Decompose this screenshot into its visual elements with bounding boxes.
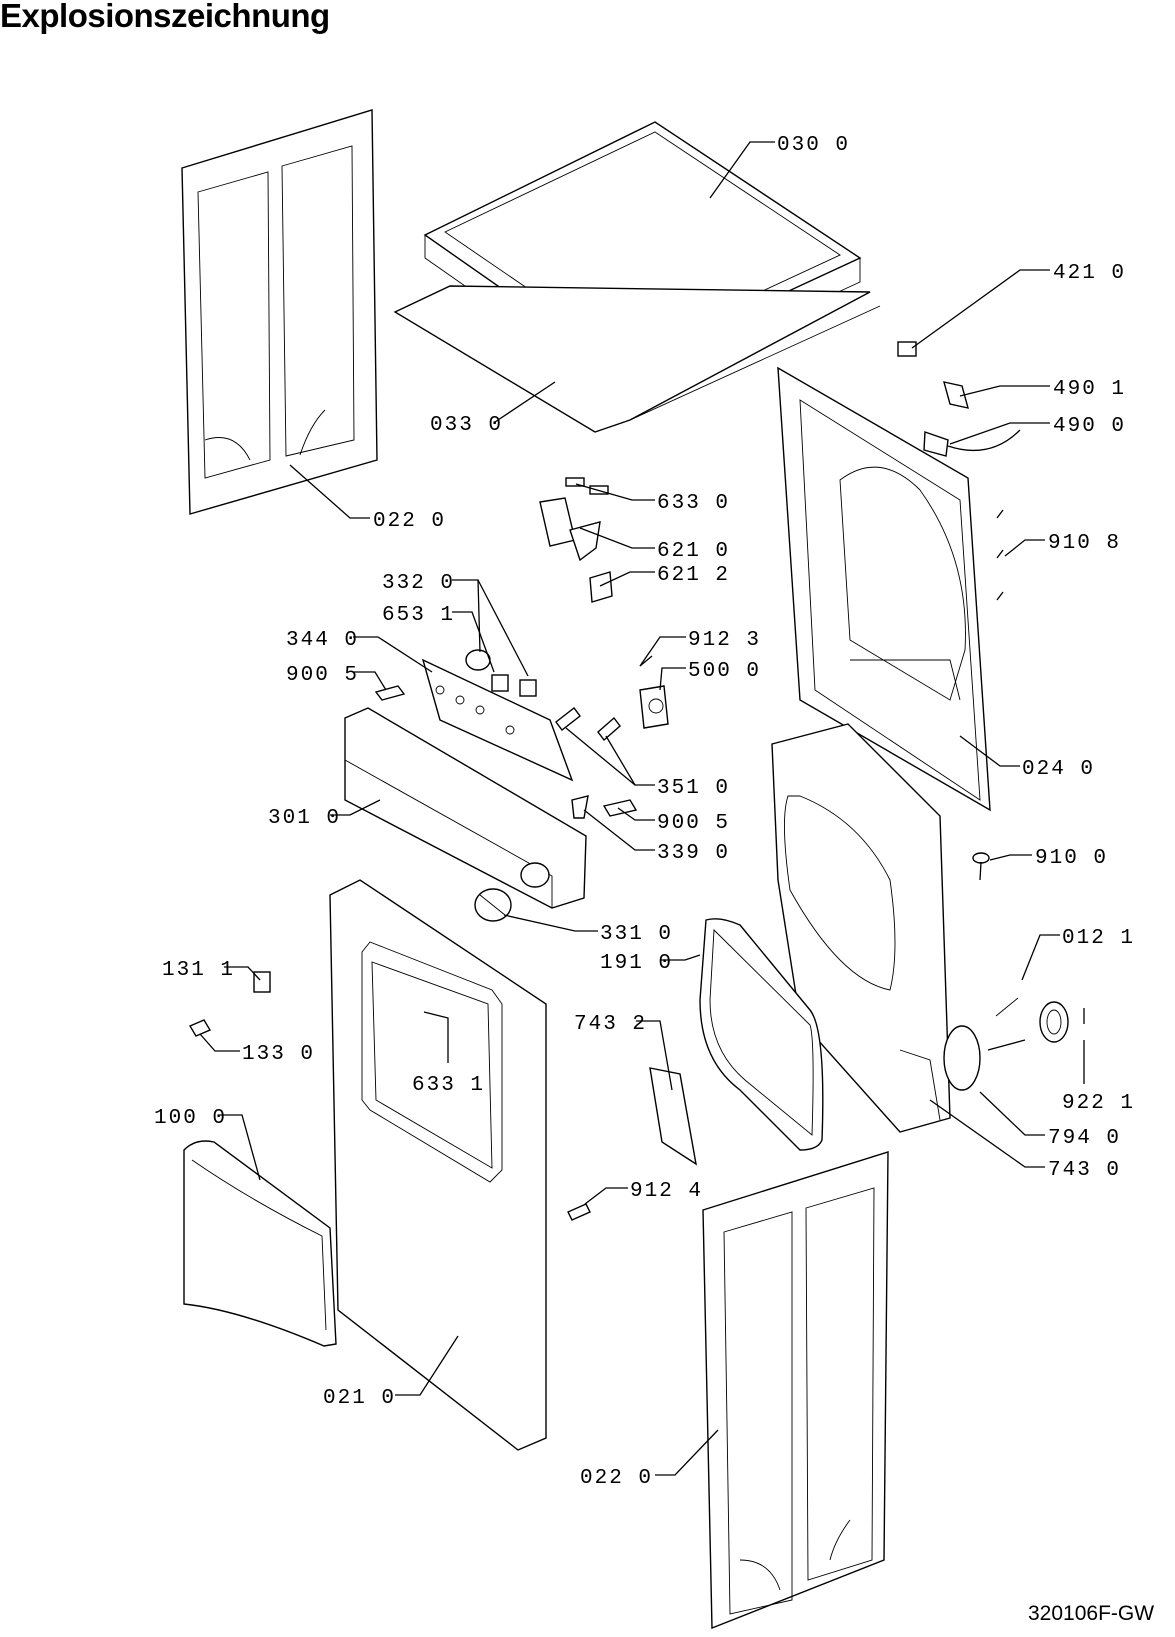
label-022-0-bottom: 022 0	[580, 1467, 653, 1490]
part-labels: 030 0 421 0 490 1 490 0 033 0 022 0 633 …	[154, 134, 1135, 1490]
part-339	[571, 795, 589, 819]
label-033-0: 033 0	[430, 414, 503, 437]
ring-794	[943, 1025, 981, 1091]
label-621-0: 621 0	[657, 540, 730, 563]
knob-parts	[465, 649, 537, 697]
label-100-0: 100 0	[154, 1107, 227, 1130]
label-490-0: 490 0	[1053, 415, 1126, 438]
power-cord-parts	[923, 381, 1021, 457]
label-021-0: 021 0	[323, 1387, 396, 1410]
label-030-0: 030 0	[777, 134, 850, 157]
filter-743-2	[649, 1067, 697, 1166]
label-743-0: 743 0	[1048, 1159, 1121, 1182]
side-panel-right	[702, 1151, 889, 1630]
label-743-2: 743 2	[574, 1013, 647, 1036]
label-900-5-left: 900 5	[286, 664, 359, 687]
page-title: Explosionszeichnung	[0, 0, 330, 34]
label-912-4: 912 4	[630, 1180, 703, 1203]
screw-910-0	[972, 852, 990, 881]
label-490-1: 490 1	[1053, 378, 1126, 401]
label-500-0: 500 0	[688, 660, 761, 683]
control-panel	[344, 707, 587, 909]
label-344-0: 344 0	[286, 629, 359, 652]
label-331-0: 331 0	[600, 923, 673, 946]
rear-panel	[777, 366, 991, 812]
knob-331	[474, 888, 512, 922]
clip-900-5-right	[602, 799, 638, 817]
fan-assembly	[987, 997, 1069, 1051]
part-131-1	[253, 971, 271, 993]
label-421-0: 421 0	[1053, 262, 1126, 285]
screw-912-3	[639, 655, 653, 667]
label-900-5-right: 900 5	[657, 812, 730, 835]
top-frame	[393, 285, 881, 433]
label-653-1: 653 1	[382, 604, 455, 627]
side-panel-left	[181, 109, 378, 515]
door-part	[183, 1140, 337, 1347]
label-301-0: 301 0	[268, 807, 341, 830]
label-133-0: 133 0	[242, 1043, 315, 1066]
document-code: 320106F-GW	[1028, 1602, 1155, 1625]
part-133-0	[188, 1019, 212, 1037]
front-panel	[329, 879, 547, 1451]
screws-910-8	[996, 509, 1004, 601]
leader-lines	[199, 141, 1085, 1476]
control-bracket	[421, 658, 574, 782]
timer-module	[639, 685, 669, 729]
label-910-8: 910 8	[1048, 532, 1121, 555]
label-012-1: 012 1	[1062, 927, 1135, 950]
label-621-2: 621 2	[657, 564, 730, 587]
label-794-0: 794 0	[1048, 1127, 1121, 1150]
label-633-0: 633 0	[657, 492, 730, 515]
label-922-1: 922 1	[1062, 1092, 1135, 1115]
clip-900-5-left	[374, 685, 406, 701]
label-351-0: 351 0	[657, 777, 730, 800]
label-191-0: 191 0	[600, 952, 673, 975]
label-910-0: 910 0	[1035, 847, 1108, 870]
label-022-0-top: 022 0	[373, 510, 446, 533]
gasket-191	[699, 918, 824, 1151]
lamp-parts	[555, 707, 621, 742]
screw-912-4	[567, 1203, 591, 1221]
label-131-1: 131 1	[162, 959, 235, 982]
label-332-0: 332 0	[382, 572, 455, 595]
door-lock-parts	[539, 477, 613, 603]
label-912-3: 912 3	[688, 629, 761, 652]
label-633-1: 633 1	[412, 1074, 485, 1097]
part-421-block	[897, 341, 917, 357]
label-339-0: 339 0	[657, 842, 730, 865]
label-024-0: 024 0	[1022, 758, 1095, 781]
